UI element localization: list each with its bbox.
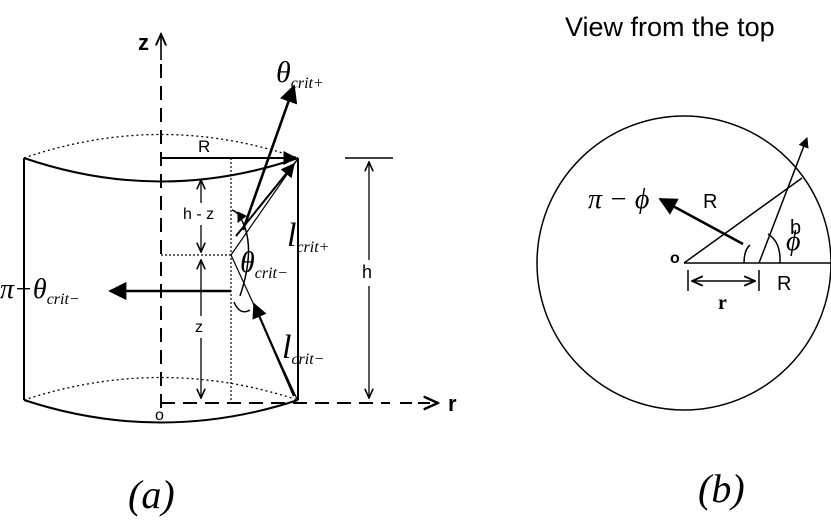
top-view-circle	[536, 115, 831, 411]
l-minus-label: lcrit−	[282, 329, 324, 368]
b-label: b	[790, 217, 801, 239]
bottom-rim-back	[23, 376, 299, 401]
pi-minus-phi-label: π − ϕ	[588, 184, 649, 215]
origin-label: o	[155, 407, 164, 424]
theta-minus-label: θcrit−	[240, 246, 288, 282]
l-minus-arrow	[252, 302, 296, 397]
theta-plus-label: θcrit+	[276, 56, 324, 92]
inner-angle-arc	[743, 244, 751, 264]
pi-minus-theta-label: π−θcrit−	[0, 274, 80, 308]
r-axis-label: r	[448, 391, 457, 416]
radius-lower-label: R	[777, 273, 791, 295]
l-plus-arrow	[235, 162, 295, 237]
small-angle-arc-top	[231, 209, 247, 223]
radius-label: R	[198, 137, 210, 156]
figure-b: View from the top R b ϕ π − ϕ o r R (b)	[536, 12, 831, 511]
bottom-rim-front	[23, 399, 299, 424]
top-view-title: View from the top	[565, 12, 775, 42]
top-rim-back	[23, 133, 299, 159]
origin-label-b: o	[670, 250, 680, 267]
phi-label: ϕ	[786, 226, 801, 257]
caption-b: (b)	[698, 466, 745, 511]
h-minus-z-label: h - z	[183, 206, 214, 223]
figure-a: z r o R h - z z h θcrit+	[0, 30, 457, 517]
phi-arc	[767, 233, 781, 264]
z-axis-label: z	[138, 30, 149, 55]
small-angle-arc-bottom	[233, 301, 251, 313]
b-arrow	[758, 137, 809, 264]
pi-minus-phi-arrow	[658, 197, 744, 246]
radius-to-point	[683, 177, 803, 264]
l-plus-label: lcrit+	[287, 217, 329, 256]
caption-a: (a)	[128, 472, 175, 517]
radius-upper-label: R	[703, 191, 717, 213]
h-label: h	[362, 262, 372, 282]
z-dimension-label: z	[195, 319, 203, 336]
r-label: r	[718, 292, 727, 314]
theta-plus-arrow	[241, 84, 298, 231]
